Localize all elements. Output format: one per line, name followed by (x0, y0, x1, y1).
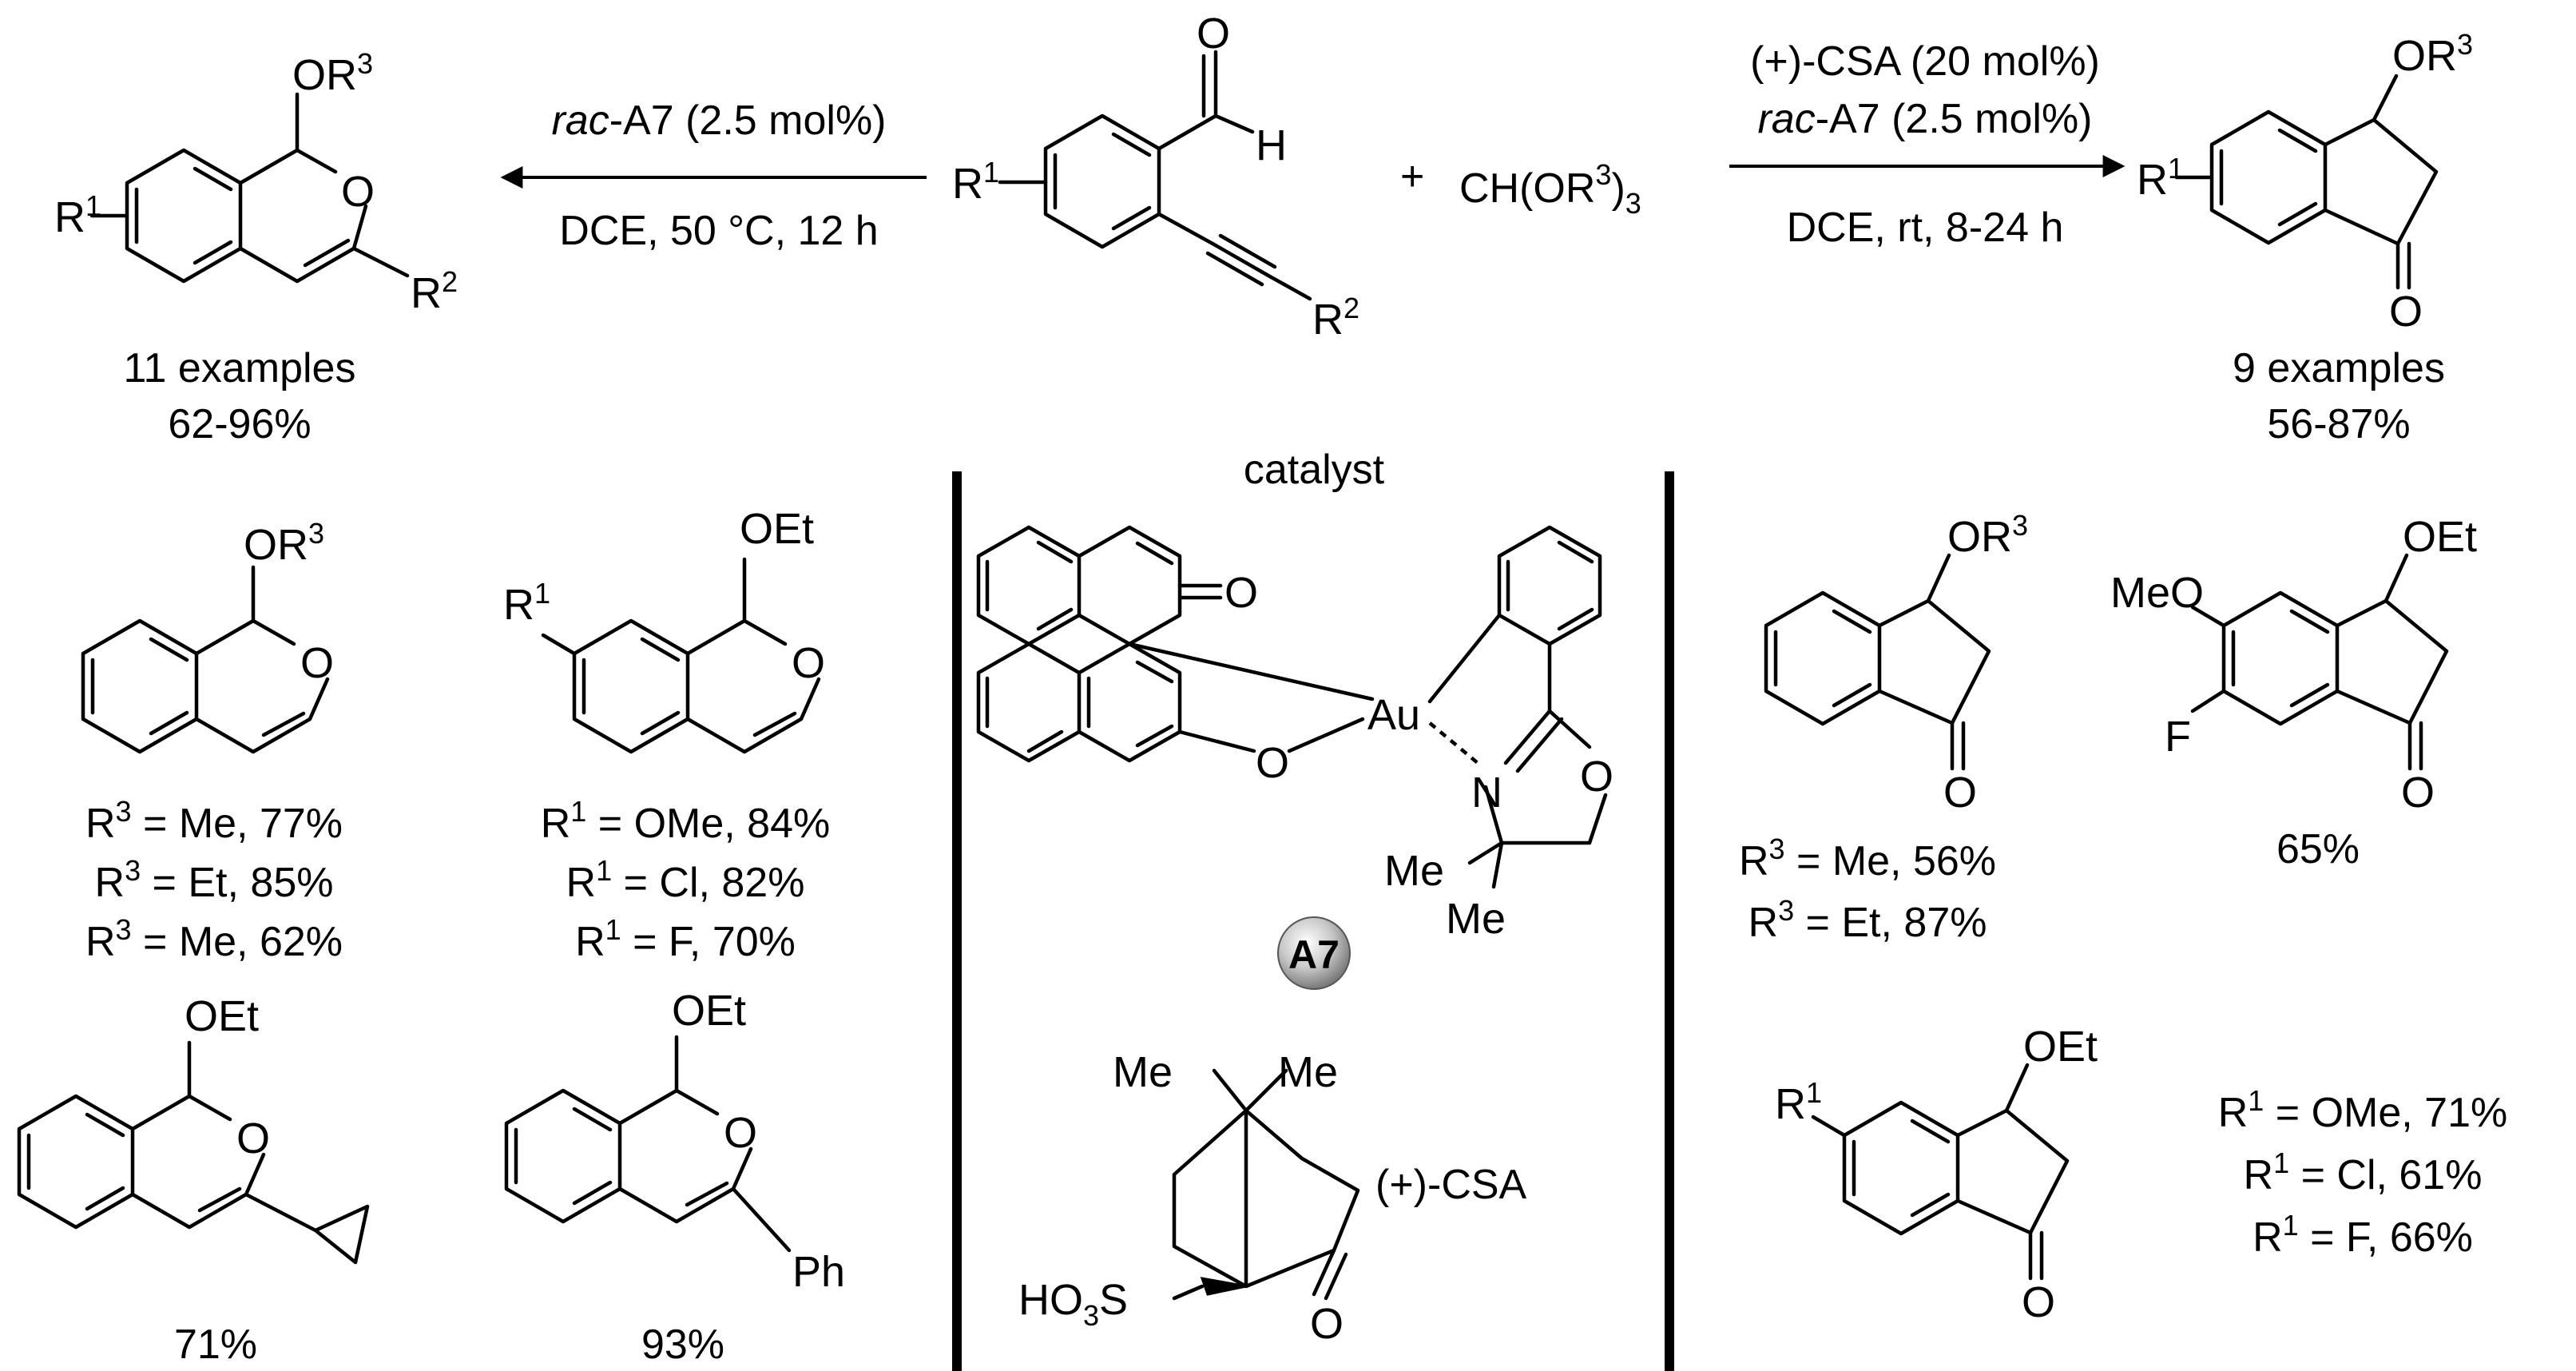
gem-methyl-1: Me (1384, 847, 1444, 895)
csa-methyl-2: Me (1278, 1048, 1338, 1096)
parent-row-1: R3 = Me, 77% (85, 795, 343, 847)
gold-atom: Au (1367, 691, 1420, 739)
catalyst-aryloxy-o: O (1256, 739, 1289, 787)
plus-sign: + (1400, 153, 1424, 200)
left-example-count: 11 examples (124, 345, 356, 391)
isochromene-parent-example: OR3 O R3 = Me, 77% R3 = Et, 85% R3 = Me,… (81, 517, 343, 965)
right-example-count: 9 examples (2233, 345, 2445, 391)
cyclopropyl-ring-o: O (236, 1115, 270, 1162)
aldehyde-hydrogen: H (1256, 121, 1287, 169)
phenyl-yield: 93% (641, 1321, 724, 1368)
indanone-subst-r1: R1 (1775, 1076, 1822, 1128)
indanone-parent-or3: OR3 (1947, 509, 2028, 561)
fluoro-yield: 65% (2276, 826, 2360, 872)
isochromene-substituted-example: OEt O R1 R1 = OMe, 84% R1 = Cl, 82% R1 =… (503, 505, 830, 965)
isochromene-phenyl-example: OEt O Ph 93% (504, 987, 845, 1368)
isochromene-cyclopropyl-example: OEt O 71% (17, 992, 370, 1368)
parent-row-3: R3 = Me, 62% (85, 913, 343, 965)
general-r2: R2 (411, 265, 458, 317)
parent-ring-o: O (300, 639, 334, 687)
subst-row-2: R1 = Cl, 82% (566, 854, 805, 906)
indanone-subst-o: O (2022, 1278, 2055, 1326)
right-yield-range: 56-87% (2267, 401, 2410, 447)
catalyst-title: catalyst (1244, 447, 1385, 493)
indanone-subst-row-2: R1 = Cl, 61% (2244, 1146, 2483, 1198)
indanone-general-product: OR3 O R1 9 examples 56-87% (2137, 28, 2473, 447)
indanone-subst-oet: OEt (2023, 1023, 2098, 1071)
indanone-parent-o: O (1943, 769, 1977, 817)
catalyst-badge-label: A7 (1288, 932, 1340, 977)
fluoro-oet: OEt (2403, 513, 2477, 561)
subst-row-3: R1 = F, 70% (575, 913, 796, 965)
gem-methyl-2: Me (1446, 895, 1506, 943)
indanone-parent-example: OR3 O R3 = Me, 56% R3 = Et, 87% (1739, 509, 2028, 946)
starting-aldehyde: O H R1 R2 (952, 10, 1359, 344)
phenyl-ring-o: O (724, 1109, 757, 1157)
csa-structure: Me Me O HO3S (+)-CSA (1018, 1048, 1527, 1348)
catalyst-ketone-o: O (1224, 569, 1258, 617)
orthoester-reagent: CH(OR3)3 (1459, 158, 1641, 220)
fluoro-ketone-o: O (2401, 769, 2435, 817)
csa-ketone-o: O (1310, 1300, 1344, 1348)
left-arrow-catalyst: rac-A7 (2.5 mol%) (551, 97, 886, 144)
oxazoline-n: N (1471, 769, 1502, 817)
fluoro-f: F (2165, 713, 2191, 761)
right-arrow-catalyst: rac-A7 (2.5 mol%) (1757, 96, 2092, 142)
parent-or3: OR3 (244, 517, 324, 569)
indanone-or3: OR3 (2392, 28, 2473, 80)
right-arrow-acid: (+)-CSA (20 mol%) (1750, 38, 2100, 85)
cyclopropyl-yield: 71% (174, 1321, 257, 1368)
phenyl-oet: OEt (672, 987, 746, 1035)
right-reaction-arrow: (+)-CSA (20 mol%) rac-A7 (2.5 mol%) DCE,… (1729, 38, 2125, 251)
general-r1: R1 (54, 189, 101, 241)
indanone-fluoro-example: OEt O MeO F 65% (2110, 513, 2477, 872)
catalyst-a7-structure: O O Au N O Me Me A7 (976, 525, 1613, 990)
catalyst-badge (1277, 916, 1351, 990)
fluoro-meo: MeO (2110, 569, 2204, 617)
oxazoline-o: O (1580, 753, 1613, 801)
subst-ring-o: O (792, 639, 825, 687)
isochromene-general-product: OR3 O R1 R2 11 examples 62-96% (54, 47, 458, 447)
indanone-subst-row-1: R1 = OMe, 71% (2218, 1084, 2508, 1136)
parent-row-2: R3 = Et, 85% (95, 854, 334, 906)
subst-row-1: R1 = OMe, 84% (541, 795, 831, 847)
ring-oxygen: O (341, 168, 375, 216)
indanone-subst-row-3: R1 = F, 66% (2253, 1209, 2473, 1261)
left-arrow-conditions: DCE, 50 °C, 12 h (559, 208, 878, 254)
indanone-r1: R1 (2137, 152, 2184, 204)
csa-label: (+)-CSA (1375, 1162, 1527, 1208)
sm-r2: R2 (1312, 292, 1359, 344)
indanone-substituted-example: OEt O R1 R1 = OMe, 71% R1 = Cl, 61% R1 =… (1775, 1023, 2507, 1326)
phenyl-ph: Ph (792, 1248, 845, 1296)
csa-methyl-1: Me (1113, 1048, 1173, 1096)
indanone-parent-row-2: R3 = Et, 87% (1748, 894, 1987, 946)
aldehyde-oxygen: O (1197, 10, 1230, 58)
right-arrow-conditions: DCE, rt, 8-24 h (1787, 205, 2064, 251)
left-yield-range: 62-96% (168, 401, 311, 447)
sm-r1: R1 (952, 156, 999, 208)
subst-oet: OEt (740, 505, 814, 553)
indanone-carbonyl-o: O (2389, 288, 2423, 336)
subst-r1: R1 (503, 577, 550, 629)
csa-sulfonic: HO3S (1018, 1276, 1128, 1332)
cyclopropyl-oet: OEt (185, 992, 259, 1040)
indanone-parent-row-1: R3 = Me, 56% (1739, 833, 1996, 884)
general-or3: OR3 (292, 47, 373, 99)
left-reaction-arrow: rac-A7 (2.5 mol%) DCE, 50 °C, 12 h (500, 97, 927, 254)
